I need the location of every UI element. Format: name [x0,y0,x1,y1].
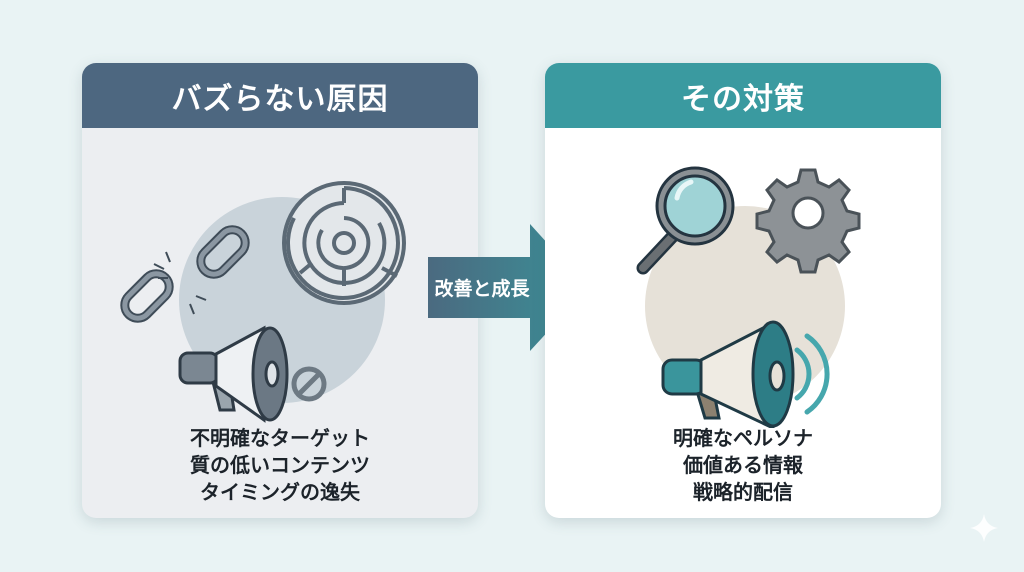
cause-item: 不明確なターゲット [190,426,370,450]
solutions-illustration [636,166,861,428]
solution-item: 戦略的配信 [693,480,793,504]
cause-item: タイミングの逸失 [200,480,360,504]
causes-list: 不明確なターゲット 質の低いコンテンツ タイミングの逸失 [82,425,478,506]
megaphone-icon [661,320,795,428]
magnifier-icon [636,166,735,275]
solution-item: 価値ある情報 [683,453,803,477]
solutions-title: その対策 [545,63,941,128]
causes-card: バズらない原因 [82,63,478,518]
maze-icon [282,181,406,305]
arrow-label: 改善と成長 [434,278,530,300]
sound-waves-icon [794,333,830,415]
megaphone-icon [178,325,289,423]
cause-item: 質の低いコンテンツ [190,453,370,477]
prohibited-icon [291,366,327,402]
broken-chain-icon [120,225,250,323]
causes-illustration [120,181,406,423]
solutions-card: その対策 明確なペルソナ 価値ある情報 戦略的配信 [545,63,941,518]
solution-item: 明確なペルソナ [673,426,813,450]
sparkle-icon [970,514,998,542]
gear-icon [755,168,861,274]
causes-title: バズらない原因 [82,63,478,128]
solutions-list: 明確なペルソナ 価値ある情報 戦略的配信 [545,425,941,506]
